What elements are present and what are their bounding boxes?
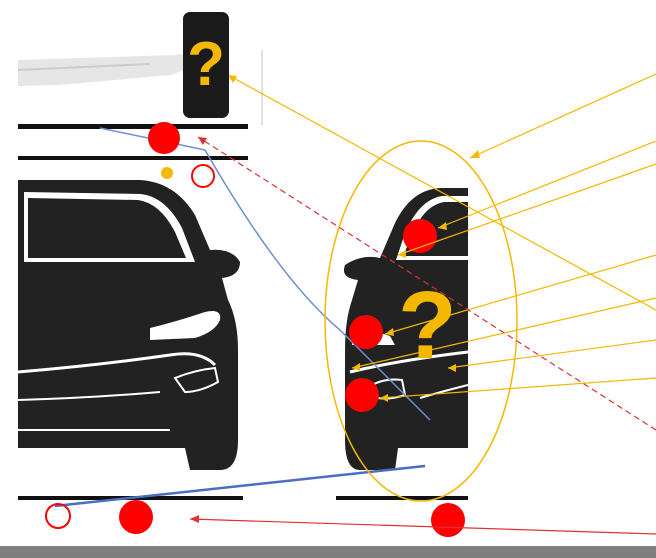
question-mark-large: ? [398, 278, 457, 374]
ground-bar [0, 546, 656, 558]
question-mark-badge-text: ? [187, 34, 225, 96]
marker-bottom-2 [431, 503, 465, 537]
car-front-left-icon [18, 180, 240, 470]
marker-car-3 [345, 378, 379, 412]
question-mark-badge: ? [183, 12, 229, 118]
marker-car-1 [403, 219, 437, 253]
marker-bottom-1 [119, 500, 153, 534]
marker-bottom-ring [46, 504, 70, 528]
marker-top-ring [192, 165, 214, 187]
marker-car-2 [349, 315, 383, 349]
marker-top [148, 122, 180, 154]
marker-top-small [161, 167, 173, 179]
